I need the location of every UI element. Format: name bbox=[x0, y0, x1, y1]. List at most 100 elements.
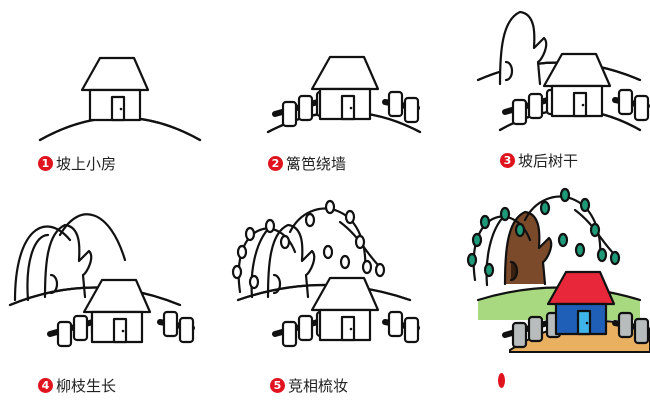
willow-leaf bbox=[279, 234, 291, 250]
fence-post bbox=[297, 94, 314, 122]
step-number-badge: 1 bbox=[38, 156, 53, 171]
willow-leaf bbox=[479, 214, 491, 230]
fence-post bbox=[281, 320, 298, 348]
fence-post bbox=[297, 314, 314, 342]
step-2-label: 2 篱笆绕墙 bbox=[268, 153, 346, 174]
step-number-badge: 4 bbox=[38, 378, 53, 393]
willow-leaf bbox=[361, 259, 373, 275]
willow-leaf bbox=[539, 200, 551, 216]
fence-post bbox=[281, 100, 298, 128]
willow-leaf bbox=[514, 222, 526, 238]
tree-trunk bbox=[266, 223, 316, 299]
house-roof bbox=[82, 278, 152, 314]
fence-post bbox=[511, 98, 528, 126]
tree-trunk bbox=[503, 210, 553, 286]
willow-leaf bbox=[236, 244, 248, 260]
fence bbox=[502, 88, 650, 126]
tree-trunk bbox=[498, 10, 548, 86]
willow-leaf bbox=[344, 209, 356, 225]
step-title: 坡上小房 bbox=[56, 155, 117, 173]
door-knob bbox=[119, 107, 123, 111]
door-knob bbox=[121, 329, 125, 333]
trunk-body bbox=[498, 10, 548, 86]
fence-post bbox=[387, 310, 404, 338]
house bbox=[310, 55, 380, 121]
hill-outline bbox=[8, 286, 182, 307]
willow-leaf bbox=[483, 262, 495, 278]
fence bbox=[272, 90, 420, 128]
door-knob bbox=[581, 103, 585, 107]
willow-leaf bbox=[374, 262, 386, 278]
step-1-label: 1 坡上小房 bbox=[38, 153, 116, 174]
step-title: 篱笆绕墙 bbox=[286, 155, 347, 173]
fence-post bbox=[178, 316, 195, 344]
willow-leaf bbox=[264, 218, 276, 234]
willow-leaf bbox=[304, 212, 316, 228]
fence bbox=[272, 310, 420, 348]
fence-post bbox=[403, 96, 420, 124]
step-title: 竞相梳妆 bbox=[288, 377, 349, 395]
trunk-hole bbox=[504, 60, 514, 82]
willow-leaf bbox=[324, 199, 336, 215]
willow-branch bbox=[288, 207, 367, 274]
trunk-hole bbox=[509, 260, 519, 282]
door-knob bbox=[585, 321, 589, 325]
fence-post bbox=[403, 316, 420, 344]
willow-branches bbox=[231, 199, 386, 299]
willow-leaf bbox=[499, 206, 511, 222]
house-door bbox=[576, 309, 592, 336]
step-4-label: 4 柳枝生长 bbox=[38, 375, 116, 396]
door-knob bbox=[349, 327, 353, 331]
house-roof bbox=[542, 52, 612, 88]
house-roof bbox=[80, 56, 150, 92]
willow-leaf bbox=[589, 222, 601, 238]
willow-leaf bbox=[339, 254, 351, 270]
trunk-hole bbox=[272, 273, 282, 295]
willow-leaf bbox=[466, 252, 478, 268]
house bbox=[80, 56, 150, 122]
hill bbox=[236, 283, 412, 302]
step-number-badge: 3 bbox=[500, 153, 515, 168]
willow-leaf bbox=[574, 242, 586, 258]
trunk-body bbox=[43, 223, 93, 299]
willow-leaf bbox=[579, 197, 591, 213]
willow-leaf bbox=[559, 187, 571, 203]
fence-post bbox=[72, 314, 89, 342]
willow-branch bbox=[523, 195, 602, 262]
door-knob bbox=[349, 106, 353, 110]
step-number-badge: 2 bbox=[268, 156, 283, 171]
willow-branch bbox=[250, 225, 272, 299]
fence-post bbox=[511, 321, 528, 349]
fence-post bbox=[56, 320, 73, 348]
house-roof bbox=[310, 55, 380, 91]
step-number-badge bbox=[498, 373, 505, 388]
fence-post bbox=[162, 310, 179, 338]
fence-post bbox=[387, 90, 404, 118]
house-roof bbox=[546, 270, 616, 306]
step-5-label: 5 竞相梳妆 bbox=[270, 375, 348, 396]
willow-leaf bbox=[354, 234, 366, 250]
willow-outline bbox=[26, 233, 50, 302]
house bbox=[310, 276, 380, 342]
willow-branch bbox=[485, 213, 507, 287]
house-door bbox=[110, 95, 126, 122]
house bbox=[82, 278, 152, 344]
step-3-label: 3 坡后树干 bbox=[500, 150, 578, 171]
willow-leaf bbox=[609, 250, 621, 266]
willow-leaf bbox=[244, 226, 256, 242]
tree-trunk bbox=[43, 223, 93, 299]
willow-leaf bbox=[248, 274, 260, 290]
willow-leaf bbox=[322, 244, 334, 260]
house bbox=[542, 52, 612, 118]
house-door bbox=[340, 315, 356, 342]
hill-outline bbox=[236, 283, 412, 302]
step-title: 坡后树干 bbox=[518, 152, 579, 170]
fence-post bbox=[617, 311, 634, 339]
willow-branches bbox=[466, 187, 621, 287]
house-roof bbox=[310, 276, 380, 312]
house bbox=[546, 270, 616, 336]
fence-post bbox=[633, 94, 650, 122]
fence-post bbox=[633, 317, 650, 345]
